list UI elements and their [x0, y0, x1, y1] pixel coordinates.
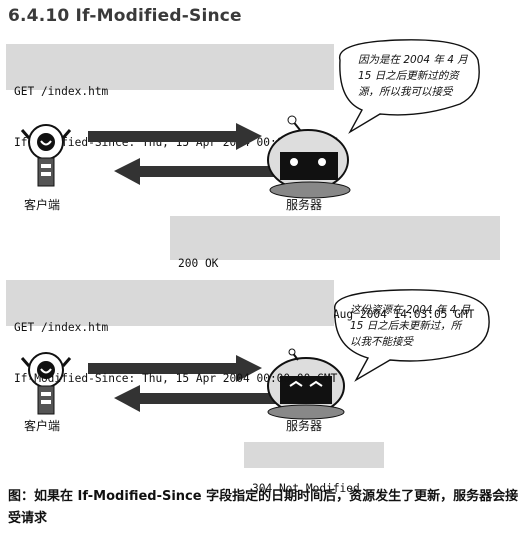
figure-caption: 图：如果在 If-Modified-Since 字段指定的日期时间后，资源发生了…	[8, 489, 519, 526]
request-box-1: GET /index.htm If-Modified-Since: Thu, 1…	[6, 44, 337, 149]
response-box-2: 304 Not Modified	[244, 442, 384, 495]
request-box-2: GET /index.htm If-Modified-Since: Thu, 1…	[6, 280, 337, 385]
server-robot-icon	[267, 115, 351, 199]
client-robot-icon	[20, 124, 72, 187]
request-arrow-2	[88, 355, 262, 382]
response-arrow-2	[114, 385, 290, 412]
request-line: GET /index.htm	[14, 85, 109, 98]
request-line: GET /index.htm	[14, 321, 109, 334]
section-title: 6.4.10 If-Modified-Since	[8, 6, 242, 26]
server-label: 服务器	[286, 419, 323, 433]
client-label: 客户端	[24, 198, 61, 212]
response-arrow-1	[114, 158, 290, 185]
server-robot-icon	[267, 348, 345, 420]
status-line: 304 Not Modified	[252, 482, 360, 495]
status-line: 200 OK	[178, 257, 219, 270]
client-label: 客户端	[24, 419, 61, 433]
server-thought-1: 因为是在 2004 年 4 月 15 日之后更新过的资 源，所以我可以接受	[358, 54, 468, 98]
client-robot-icon	[20, 352, 72, 415]
server-thought-2: 这份资源在 2004 年 4 月 15 日之后未更新过，所 以我不能接受	[350, 304, 471, 348]
speech-bubble-2	[334, 289, 490, 382]
response-box-1: 200 OK Last-Modified: Sun, 29 Aug 2004 1…	[170, 216, 500, 321]
speech-bubble-1	[339, 39, 480, 134]
request-header-line: If-Modified-Since: Thu, 15 Apr 2004 00:0…	[14, 372, 338, 385]
request-arrow-1	[88, 123, 262, 150]
server-label: 服务器	[286, 198, 323, 212]
